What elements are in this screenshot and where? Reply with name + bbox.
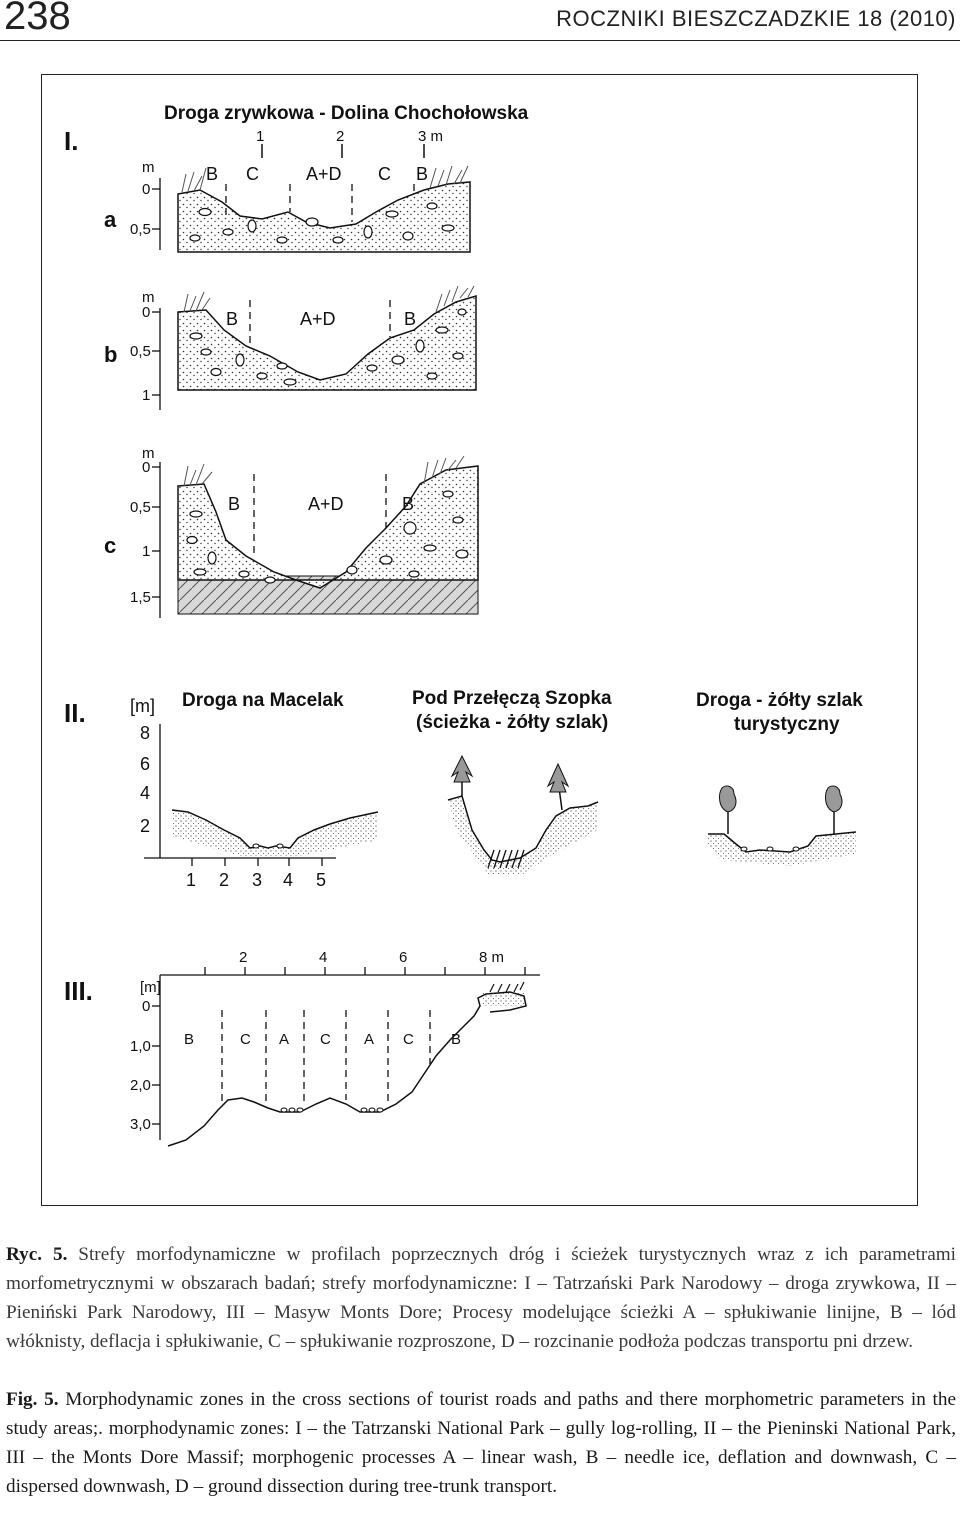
panel-III-tick-1: 1,0 bbox=[130, 1038, 151, 1055]
running-title: ROCZNIKI BIESZCZADZKIE 18 (2010) bbox=[556, 6, 956, 31]
profile-c-tick-05: 0,5 bbox=[130, 499, 151, 516]
profile-c-zone-2: A+D bbox=[308, 494, 344, 514]
panel-III-zone-3: A bbox=[279, 1031, 289, 1048]
panel-II-h-tick-3: 3 bbox=[252, 870, 262, 890]
site-2-title-line2: (ścieżka - żółty szlak) bbox=[416, 712, 608, 733]
panel-II-h-tick-2: 2 bbox=[219, 870, 229, 890]
site-1-profile bbox=[171, 809, 379, 856]
profile-b-tick-1: 1 bbox=[142, 387, 150, 404]
figure-diagram: I. Droga zrywkowa - Dolina Chochołowska … bbox=[64, 103, 863, 1147]
panel-III-tick-2: 2,0 bbox=[130, 1077, 151, 1094]
panel-II-v-tick-4: 4 bbox=[140, 783, 150, 803]
profile-c-section bbox=[177, 465, 479, 589]
panel-III-scale-6: 6 bbox=[399, 949, 407, 966]
profile-c-unit: m bbox=[142, 445, 155, 462]
profile-a: a m 0 0,5 B C A+D C B bbox=[104, 159, 471, 253]
panel-III-zone-2: C bbox=[240, 1031, 251, 1048]
profile-b-unit: m bbox=[142, 289, 155, 306]
panel-III-tick-0: 0 bbox=[142, 998, 150, 1015]
panel-II-h-tick-4: 4 bbox=[283, 870, 293, 890]
panel-III-axes: 2 4 6 8 m 0 1,0 2,0 3,0 bbox=[130, 949, 540, 1140]
panel-I-top-scale: 1 2 3 m bbox=[256, 128, 443, 158]
panel-III-scale-2: 2 bbox=[239, 949, 247, 966]
site-3-profile bbox=[708, 785, 857, 866]
profile-b-zone-1: B bbox=[226, 309, 238, 329]
panel-III-zone-4: C bbox=[320, 1031, 331, 1048]
profile-b-tick-05: 0,5 bbox=[130, 343, 151, 360]
panel-I-roman: I. bbox=[64, 126, 78, 156]
site-2-title-line1: Pod Przełęczą Szopka bbox=[412, 688, 612, 709]
panel-III-tick-3: 3,0 bbox=[130, 1116, 151, 1133]
profile-b-zone-2: A+D bbox=[300, 309, 336, 329]
profile-c-tick-15: 1,5 bbox=[130, 589, 151, 606]
profile-a-zone-2: C bbox=[246, 164, 259, 184]
panel-III-unit: [m] bbox=[140, 979, 161, 996]
profile-c-zone-1: B bbox=[228, 494, 240, 514]
page-number: 238 bbox=[4, 0, 71, 38]
caption-polish: Ryc. 5. Strefy morfodynamiczne w profila… bbox=[6, 1240, 956, 1356]
profile-a-zone-4: C bbox=[378, 164, 391, 184]
profile-a-section bbox=[177, 181, 471, 253]
header-rule bbox=[0, 40, 960, 41]
caption-english-label: Fig. 5. bbox=[6, 1389, 59, 1410]
panel-II-h-tick-5: 5 bbox=[316, 870, 326, 890]
caption-english-text: Morphodynamic zones in the cross section… bbox=[6, 1389, 956, 1497]
panel-III-roman: III. bbox=[64, 976, 93, 1006]
panel-III-scale-4: 4 bbox=[319, 949, 327, 966]
caption-polish-text: Strefy morfodynamiczne w profilach poprz… bbox=[6, 1244, 957, 1352]
panel-II-roman: II. bbox=[64, 698, 86, 728]
profile-b: b m 0 0,5 1 B A+D B bbox=[104, 285, 477, 410]
profile-a-tick-05: 0,5 bbox=[130, 221, 151, 238]
panel-II-unit: [m] bbox=[130, 696, 155, 716]
panel-I-scale-3: 3 m bbox=[418, 128, 443, 145]
profile-b-section bbox=[177, 294, 477, 391]
profile-c-zone-3: B bbox=[402, 494, 414, 514]
panel-III-zone-6: C bbox=[403, 1031, 414, 1048]
panel-II-v-tick-2: 2 bbox=[140, 816, 150, 836]
profile-c-label: c bbox=[104, 533, 116, 558]
panel-I-title: Droga zrywkowa - Dolina Chochołowska bbox=[164, 103, 529, 124]
panel-II-h-tick-1: 1 bbox=[186, 870, 196, 890]
profile-a-label: a bbox=[104, 207, 117, 232]
site-3-title-line2: turystyczny bbox=[734, 714, 840, 735]
panel-III-zone-7: B bbox=[451, 1031, 461, 1048]
panel-I-scale-2: 2 bbox=[336, 128, 344, 145]
profile-a-zone-1: B bbox=[206, 164, 218, 184]
profile-c-tick-1: 1 bbox=[142, 543, 150, 560]
panel-II-v-tick-8: 8 bbox=[140, 723, 150, 743]
site-2-profile bbox=[447, 754, 599, 876]
profile-b-tick-0: 0 bbox=[142, 304, 150, 321]
panel-III-zone-5: A bbox=[364, 1031, 374, 1048]
panel-I-scale-1: 1 bbox=[256, 128, 264, 145]
site-3-title-line1: Droga - żółty szlak bbox=[696, 690, 863, 711]
panel-II-v-tick-6: 6 bbox=[140, 754, 150, 774]
profile-a-zone-3: A+D bbox=[306, 164, 342, 184]
panel-II-axes: 8 6 4 2 1 2 3 4 5 bbox=[140, 723, 336, 890]
site-1-title: Droga na Macelak bbox=[182, 690, 344, 711]
profile-a-unit: m bbox=[142, 159, 155, 176]
profile-c: c m 0 0,5 1 1,5 B A+D B bbox=[104, 445, 479, 618]
caption-polish-label: Ryc. 5. bbox=[6, 1244, 68, 1265]
profile-c-tick-0: 0 bbox=[142, 459, 150, 476]
profile-a-tick-0: 0 bbox=[142, 181, 150, 198]
profile-a-zone-5: B bbox=[416, 164, 428, 184]
panel-III-scale-8: 8 m bbox=[479, 949, 504, 966]
panel-III-zone-1: B bbox=[184, 1031, 194, 1048]
panel-III-profile: B C A C A C B bbox=[167, 981, 527, 1147]
profile-b-zone-3: B bbox=[404, 309, 416, 329]
profile-b-label: b bbox=[104, 342, 117, 367]
caption-english: Fig. 5. Morphodynamic zones in the cross… bbox=[6, 1385, 956, 1501]
figure-frame bbox=[41, 74, 918, 1206]
